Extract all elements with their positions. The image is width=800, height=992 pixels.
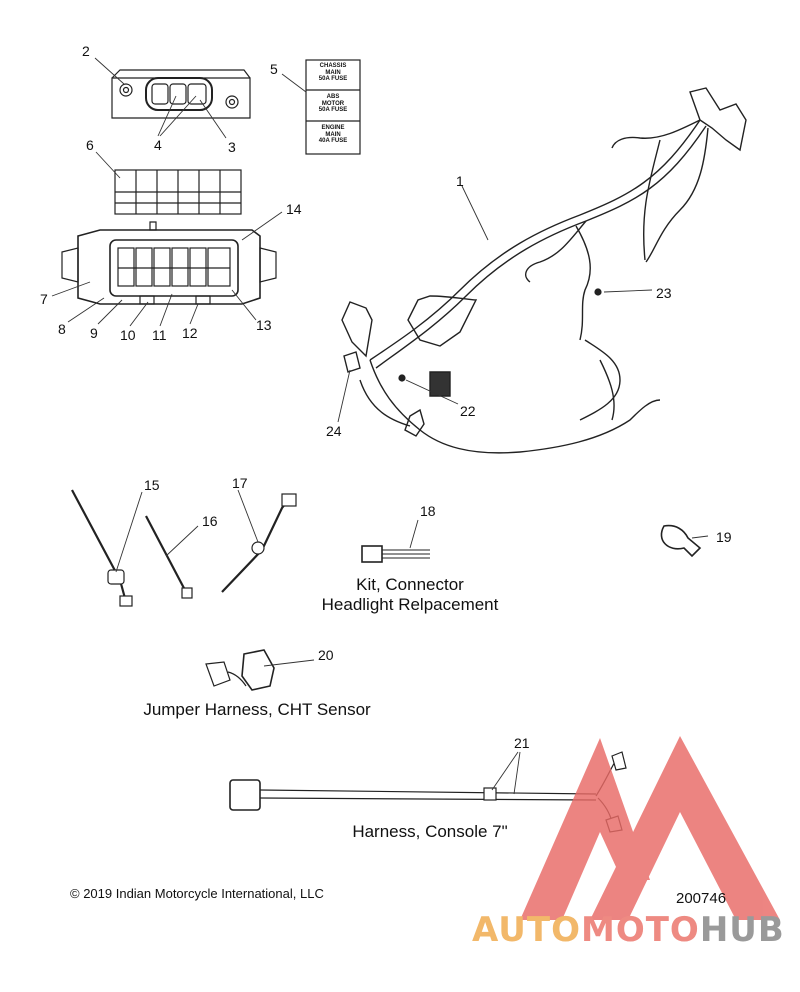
watermark-logo-icon (520, 736, 780, 920)
callout-9: 9 (90, 325, 98, 341)
callout-24: 24 (326, 423, 342, 439)
callout-1: 1 (456, 173, 464, 189)
callout-6: 6 (86, 137, 94, 153)
copyright-notice: © 2019 Indian Motorcycle International, … (70, 886, 324, 901)
callout-21: 21 (514, 735, 530, 751)
callout-15: 15 (144, 477, 160, 493)
callout-2: 2 (82, 43, 90, 59)
callout-5: 5 (270, 61, 278, 77)
callout-18: 18 (420, 503, 436, 519)
watermark-text: AUTOMOTOHUB (472, 910, 785, 950)
leader-lines (51, 57, 709, 795)
caption-console-harness: Harness, Console 7" (352, 822, 508, 841)
callout-12: 12 (182, 325, 198, 341)
callout-19: 19 (716, 529, 732, 545)
relay-label-part-6 (114, 169, 242, 215)
callout-16: 16 (202, 513, 218, 529)
fuse-block-part-2 (111, 69, 251, 119)
power-distribution-box (61, 221, 277, 305)
callout-11: 11 (152, 327, 167, 343)
callout-17: 17 (232, 475, 248, 491)
fuse-label-part-5 (305, 59, 361, 155)
main-wiring-harness-part-1 (341, 87, 747, 454)
callout-8: 8 (58, 321, 66, 337)
callout-20: 20 (318, 647, 334, 663)
diagram-number: 200746 (676, 890, 727, 907)
callout-14: 14 (286, 201, 302, 217)
callout-22: 22 (460, 403, 476, 419)
caption-jumper-harness: Jumper Harness, CHT Sensor (143, 700, 371, 719)
callout-3: 3 (228, 139, 236, 155)
callout-23: 23 (656, 285, 672, 301)
callout-10: 10 (120, 327, 136, 343)
callout-13: 13 (256, 317, 272, 333)
caption-connector-kit: Kit, Connector Headlight Relpacement (321, 575, 499, 614)
callout-7: 7 (40, 291, 48, 307)
callout-4: 4 (154, 137, 162, 153)
